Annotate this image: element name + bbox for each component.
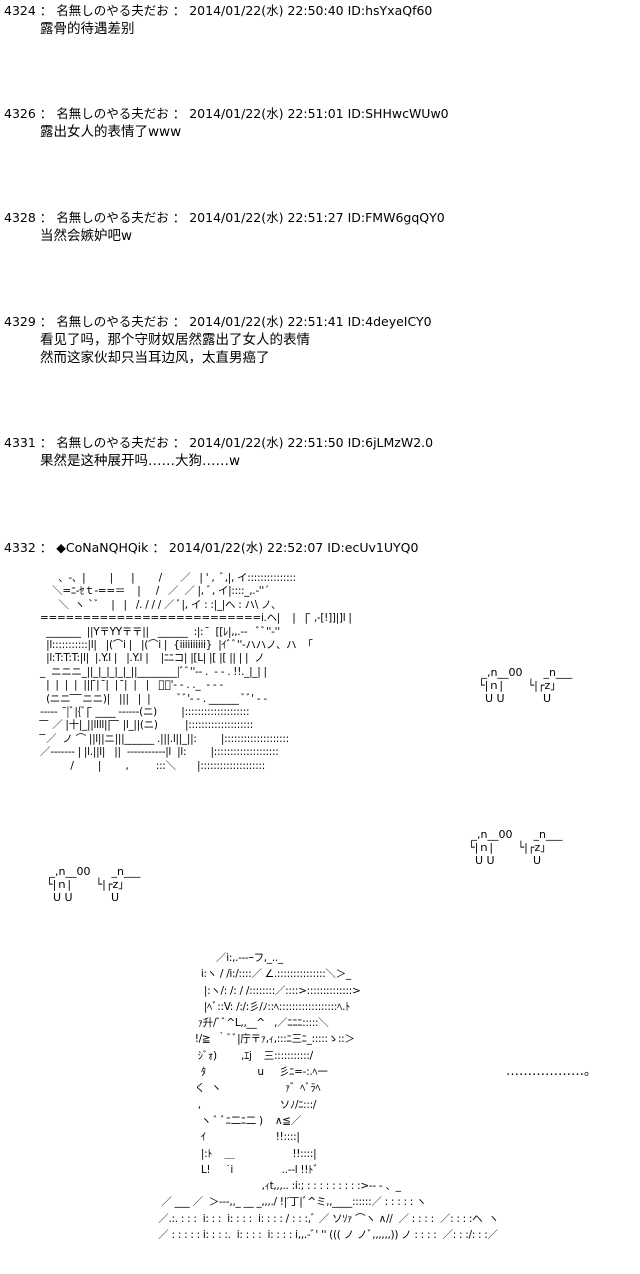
post-4329: 4329 ： 名無しのやる夫だお ： 2014/01/22(水) 22:51:4… xyxy=(4,313,636,367)
post-body: 当然会嫉妒吧w xyxy=(40,228,133,244)
ascii-art-character: ／i:,.-‐-ｰフ,_.._ i:ヽ / /i:/::::／ ∠.::::::… xyxy=(158,952,499,1242)
post-body: 看见了吗，那个守财奴居然露出了女人的表情 然而这家伙却只当耳边风，太直男癌了 xyxy=(40,332,310,366)
trailing-ellipsis: ………………。 xyxy=(506,1064,598,1079)
post-header: 4331 ： 名無しのやる夫だお ： 2014/01/22(水) 22:51:5… xyxy=(4,435,434,450)
post-header: 4329 ： 名無しのやる夫だお ： 2014/01/22(水) 22:51:4… xyxy=(4,314,432,329)
post-4332: 4332 ： ◆CoNaNQHQik ： 2014/01/22(水) 22:52… xyxy=(4,539,636,557)
post-header: 4326 ： 名無しのやる夫だお ： 2014/01/22(水) 22:51:0… xyxy=(4,106,449,121)
ascii-art-mini-characters: _,n__00 _n___ └|ｎ| └|┌z」 U U U xyxy=(478,666,573,705)
ascii-art-mini-characters: _,n__00 _n___ └|ｎ| └|┌z」 U U U xyxy=(46,865,141,904)
post-header: 4328 ： 名無しのやる夫だお ： 2014/01/22(水) 22:51:2… xyxy=(4,210,445,225)
post-4326: 4326 ： 名無しのやる夫だお ： 2014/01/22(水) 22:51:0… xyxy=(4,105,636,141)
post-header: 4332 ： ◆CoNaNQHQik ： 2014/01/22(水) 22:52… xyxy=(4,540,419,555)
post-4328: 4328 ： 名無しのやる夫だお ： 2014/01/22(水) 22:51:2… xyxy=(4,209,636,245)
post-4331: 4331 ： 名無しのやる夫だお ： 2014/01/22(水) 22:51:5… xyxy=(4,434,636,470)
post-body: 露出女人的表情了www xyxy=(40,124,182,140)
ascii-art-scene: 、-、| | | / ／ | ' , ﾞ,|, イ:::::::::::::::… xyxy=(40,572,352,772)
post-body: 露骨的待遇差别 xyxy=(40,21,135,37)
post-header: 4324 ： 名無しのやる夫だお ： 2014/01/22(水) 22:50:4… xyxy=(4,3,433,18)
post-body: 果然是这种展开吗……大狗……w xyxy=(40,453,241,469)
post-4324: 4324 ： 名無しのやる夫だお ： 2014/01/22(水) 22:50:4… xyxy=(4,2,636,38)
ascii-art-mini-characters: _,n__00 _n___ └|ｎ| └|┌z」 U U U xyxy=(468,828,563,867)
